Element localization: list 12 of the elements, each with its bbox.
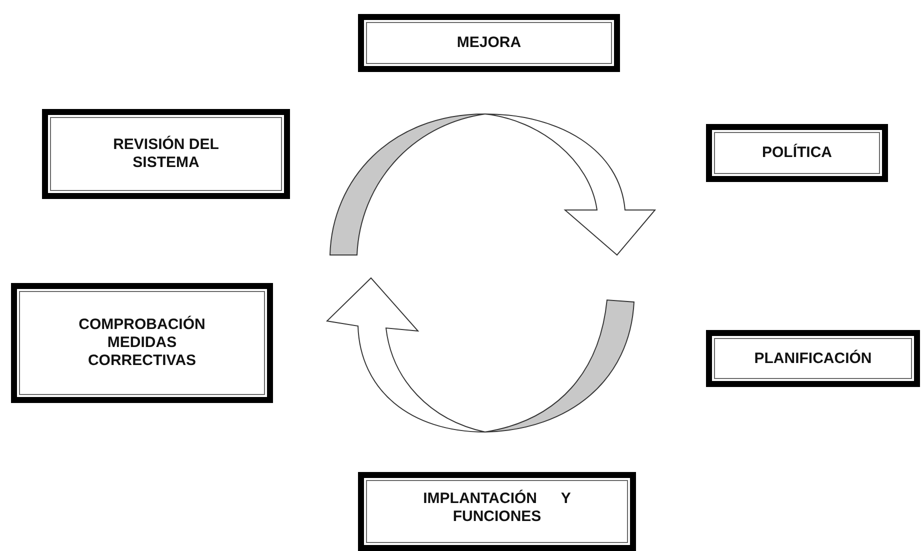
box-label: MEJORA bbox=[456, 34, 522, 52]
box-label: IMPLANTACIÓN Y FUNCIONES bbox=[422, 490, 572, 526]
box-label: PLANIFICACIÓN bbox=[754, 350, 872, 368]
process-box bbox=[42, 109, 290, 199]
process-box bbox=[358, 472, 636, 551]
box-label: POLÍTICA bbox=[762, 144, 832, 162]
process-box bbox=[11, 283, 273, 403]
process-box bbox=[358, 14, 620, 72]
process-box bbox=[706, 330, 920, 387]
process-box bbox=[706, 124, 888, 182]
box-label: REVISIÓN DEL SISTEMA bbox=[112, 136, 220, 172]
box-label: COMPROBACIÓN MEDIDAS CORRECTIVAS bbox=[78, 316, 206, 370]
